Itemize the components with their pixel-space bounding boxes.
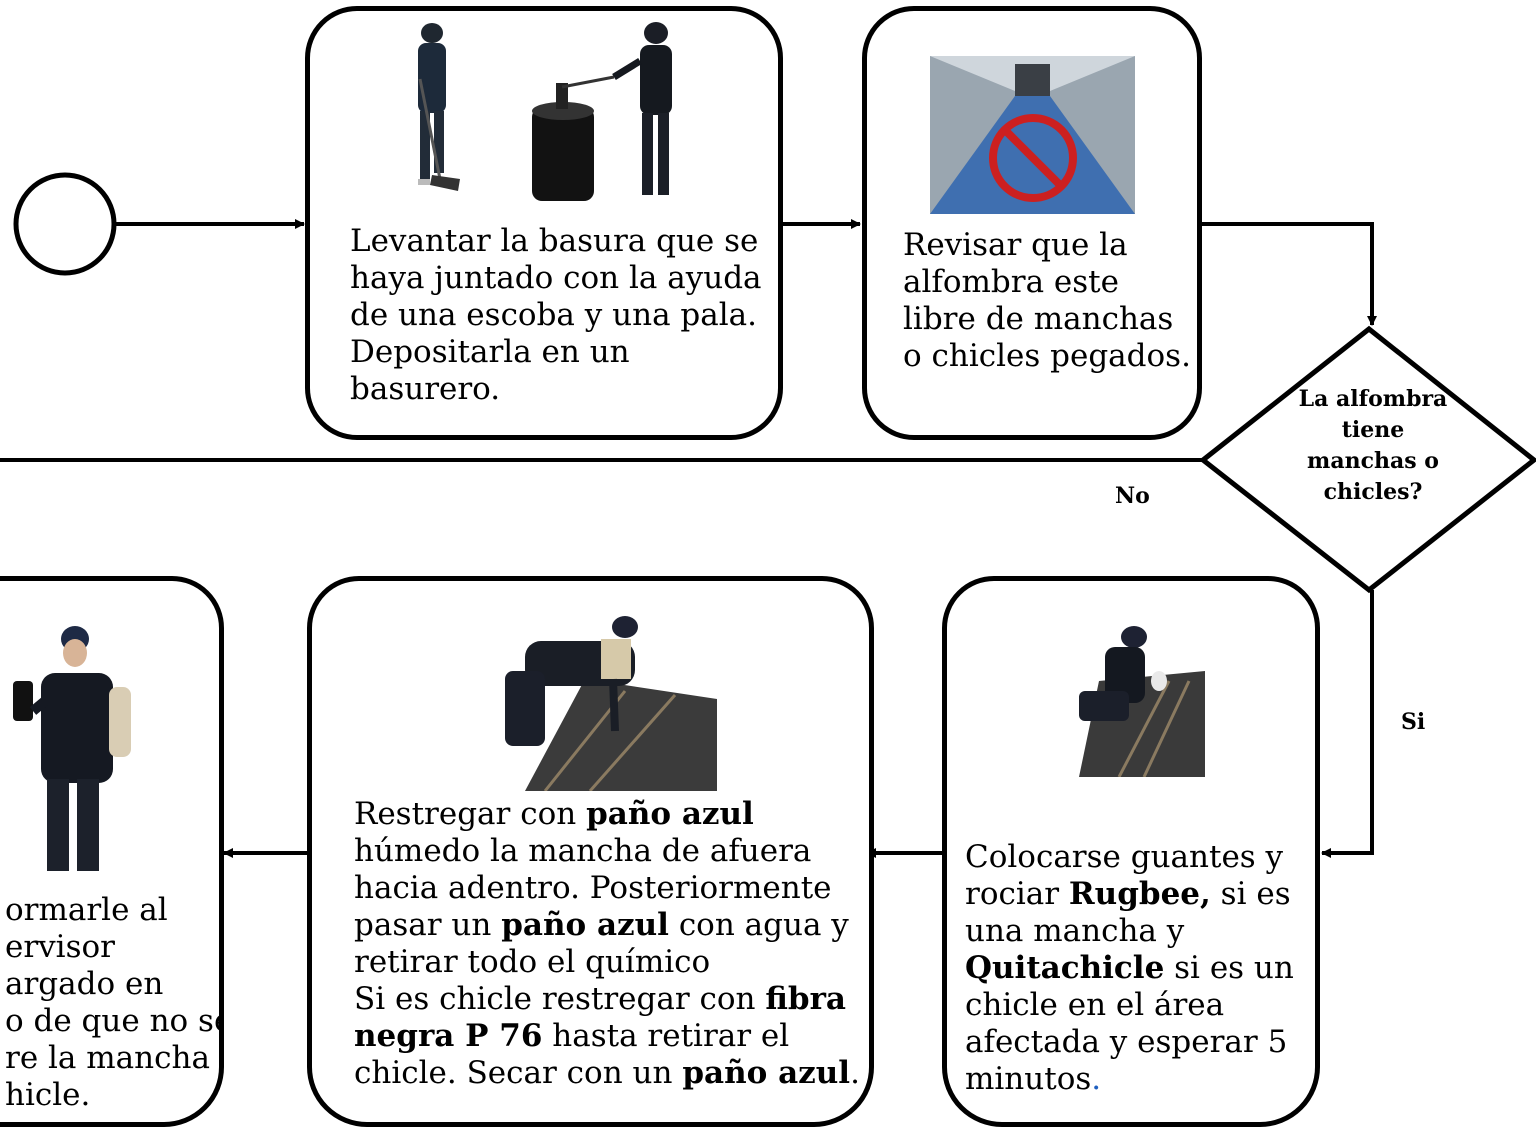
- step5-box: ormarle al ervisor argado en o de que no…: [0, 576, 224, 1127]
- step1-box: Levantar la basura que se haya juntado c…: [305, 6, 783, 440]
- step4-box: Restregar con paño azul húmedo la mancha…: [307, 576, 874, 1127]
- step4-text: Restregar con paño azul húmedo la mancha…: [354, 796, 860, 1091]
- start-event: [13, 172, 117, 276]
- step5-text: ormarle al ervisor argado en o de que no…: [5, 892, 224, 1113]
- step2-box: Revisar que la alfombra este libre de ma…: [862, 6, 1202, 440]
- worker-spraying-image: [1079, 626, 1205, 777]
- decision-question: La alfombra tiene manchas o chicles?: [1298, 386, 1448, 505]
- step3-box: Colocarse guantes y rociar Rugbee, si es…: [942, 576, 1320, 1127]
- step1-text: Levantar la basura que se haya juntado c…: [350, 223, 762, 407]
- step3-text: Colocarse guantes y rociar Rugbee, si es…: [965, 839, 1294, 1097]
- step2-text: Revisar que la alfombra este libre de ma…: [903, 227, 1191, 374]
- decision-diamond: [1198, 325, 1536, 594]
- arrow-decision-yes-to-step3: [1321, 590, 1374, 858]
- arrow-step2-to-decision: [1201, 222, 1377, 326]
- carpet-no-sign-image: [930, 56, 1135, 214]
- decision-no-label: No: [1115, 483, 1150, 509]
- supervisor-radio-image: [13, 626, 131, 871]
- decision-yes-label: Si: [1401, 709, 1426, 735]
- worker-scrubbing-image: [505, 616, 717, 791]
- worker-sweeping-image: [418, 23, 460, 191]
- worker-trash-bin-image: [532, 22, 672, 201]
